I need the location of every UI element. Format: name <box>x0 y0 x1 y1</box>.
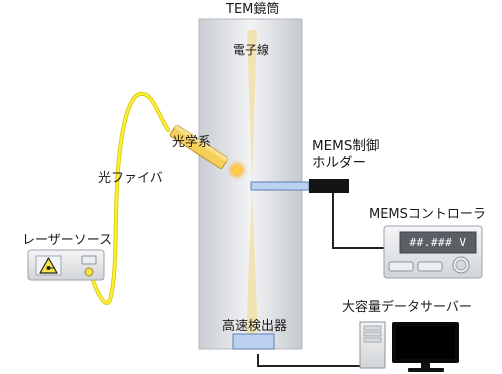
optical-fiber-label: 光ファイバ <box>98 171 163 186</box>
optical-fiber <box>86 92 170 305</box>
laser-source-device <box>27 249 105 281</box>
controller-cable <box>332 184 384 249</box>
mems-holder-label: MEMS制御 ホルダー <box>312 138 379 172</box>
electron-beam-label: 電子線 <box>233 43 270 57</box>
server-tower-icon <box>359 321 386 369</box>
optics-label: 光学系 <box>172 135 212 150</box>
mems-controller-device <box>383 225 483 279</box>
detector-label: 高速検出器 <box>222 319 288 334</box>
laser-warning-icon <box>39 257 58 274</box>
mems-holder-tip <box>250 181 310 191</box>
controller-display: ##.### V <box>409 236 467 249</box>
mems-holder-label-line1: MEMS制御 <box>312 138 380 154</box>
tem-column-label: TEM鏡筒 <box>226 2 280 17</box>
laser-source-label: レーザーソース <box>22 233 113 248</box>
data-server-label: 大容量データサーバー <box>342 300 472 315</box>
electron-beam-lower <box>246 190 258 334</box>
monitor-icon <box>392 322 459 372</box>
optics-module <box>169 124 229 169</box>
detector-block <box>232 333 275 350</box>
electron-beam-upper <box>247 30 257 184</box>
mems-holder-label-line2: ホルダー <box>312 155 366 171</box>
mems-controller-label: MEMSコントローラ <box>369 207 486 222</box>
laser-spot-core <box>233 166 241 174</box>
mems-holder-rod <box>309 179 349 193</box>
